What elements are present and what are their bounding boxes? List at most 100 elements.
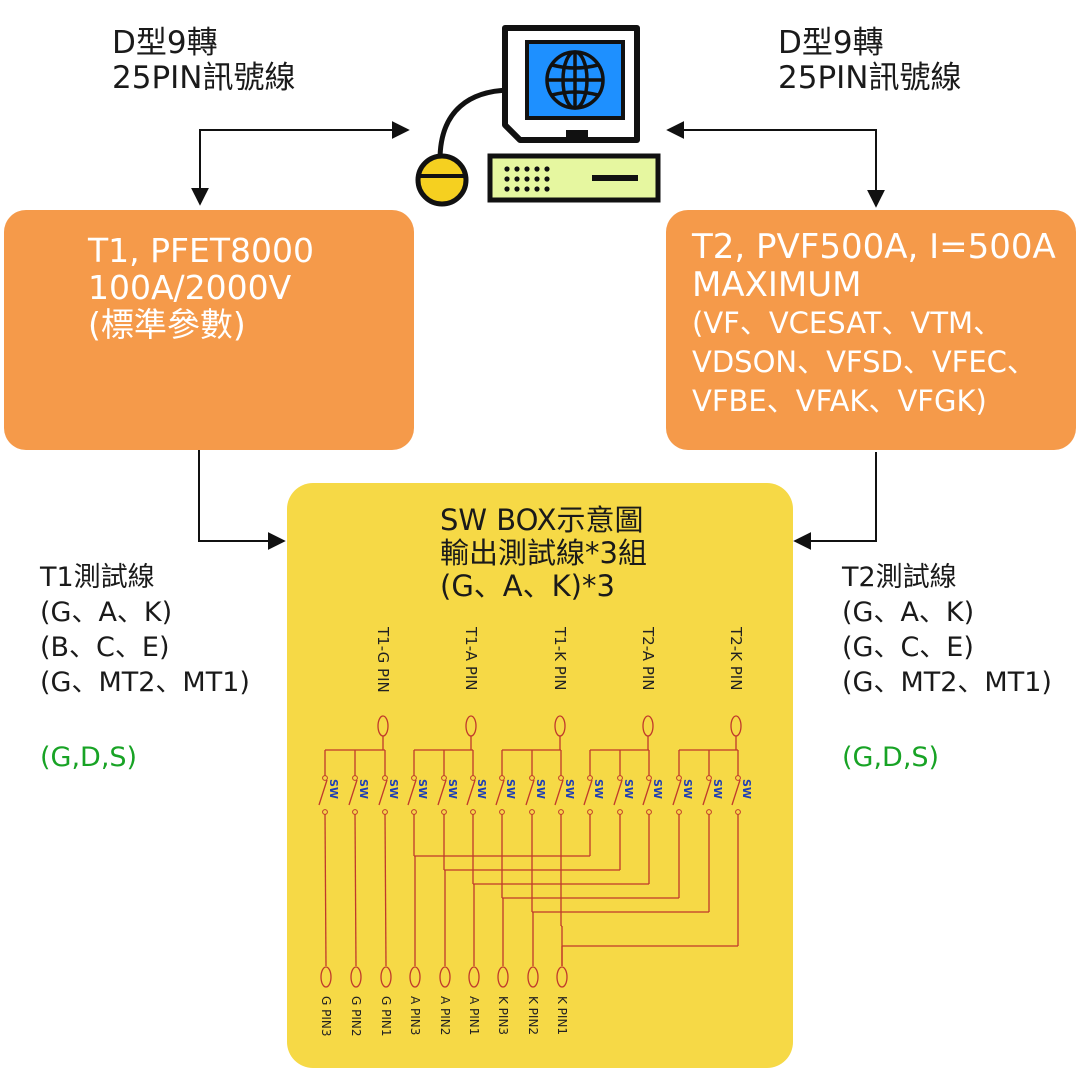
computer-icon <box>415 25 661 207</box>
t2-box-line4: VDSON、VFSD、VFEC、 <box>692 345 1036 379</box>
t2-test-title: T2測試線 <box>842 562 957 593</box>
switch-blade <box>466 779 476 806</box>
top-pin-label: T2-K PIN <box>727 626 745 690</box>
t1-box-line3: (標準參數) <box>88 305 246 344</box>
switch-contact <box>441 809 447 815</box>
bottom-pin-label: G PIN2 <box>349 996 363 1037</box>
switch-contact <box>470 809 476 815</box>
t1-instrument-box: T1, PFET8000 100A/2000V (標準參數) <box>4 210 414 450</box>
arrow-t1-swbox <box>198 450 286 550</box>
t2-test-gds: (G,D,S) <box>842 742 940 773</box>
cable-label-left-line1: D型9轉 <box>112 25 218 61</box>
switch-blade <box>318 779 328 806</box>
switch-contact <box>617 775 623 781</box>
switch-blade <box>583 779 593 806</box>
top-pin-terminal <box>642 715 654 737</box>
cable-label-right: D型9轉 25PIN訊號線 <box>778 26 961 96</box>
switch-label: SW <box>622 779 635 799</box>
bottom-pin-label: G PIN3 <box>319 996 333 1037</box>
switch-label: SW <box>357 779 370 799</box>
bottom-pin-terminal <box>439 966 451 988</box>
switch-contact <box>411 809 417 815</box>
route-direct <box>384 813 387 967</box>
switch-label: SW <box>446 779 459 799</box>
switch-contact <box>587 809 593 815</box>
t2-instrument-box: T2, PVF500A, I=500A MAXIMUM (VF、VCESAT、V… <box>666 210 1076 450</box>
arrow-pc-t1 <box>191 121 410 206</box>
switch-contact <box>352 809 358 815</box>
bottom-pin-terminal <box>320 966 332 988</box>
bottom-pin-label: A PIN1 <box>467 996 481 1035</box>
switch-contact <box>382 775 388 781</box>
switch-blade <box>407 779 417 806</box>
t1-test-lines: T1測試線 (G、A、K) (B、C、E) (G、MT2、MT1) <box>40 560 250 700</box>
cable-label-left-line2: 25PIN訊號線 <box>112 60 296 96</box>
switch-contact <box>529 809 535 815</box>
switch-blade <box>642 779 652 806</box>
switch-label: SW <box>504 779 517 799</box>
keyboard-icon <box>487 153 661 203</box>
t2-test-gmt: (G、MT2、MT1) <box>842 667 1052 698</box>
cable-label-right-line2: 25PIN訊號線 <box>778 60 962 96</box>
t1-test-bce: (B、C、E) <box>40 632 170 663</box>
t2-test-gak: (G、A、K) <box>842 597 975 628</box>
bottom-pin-terminal <box>556 966 568 988</box>
bottom-pin-label: A PIN3 <box>408 996 422 1035</box>
switch-blade <box>437 779 447 806</box>
switch-blade <box>554 779 564 806</box>
switch-contact <box>411 775 417 781</box>
switch-contact <box>646 775 652 781</box>
arrow-t2-swbox <box>793 452 877 550</box>
switch-contact <box>646 809 652 815</box>
switch-blade <box>702 779 712 806</box>
top-pin-label: T2-A PIN <box>639 626 657 691</box>
t2-box-line1: T2, PVF500A, I=500A <box>692 227 1056 267</box>
t2-box-line2: MAXIMUM <box>692 265 862 305</box>
switch-contact <box>587 775 593 781</box>
switch-contact <box>617 809 623 815</box>
switch-label: SW <box>651 779 664 799</box>
bottom-pin-label: K PIN2 <box>526 996 540 1035</box>
sw-box-title1: SW BOX示意圖 <box>440 503 644 537</box>
cable-label-right-line1: D型9轉 <box>778 25 884 61</box>
globe-icon <box>545 50 605 110</box>
route-direct <box>324 813 327 967</box>
sw-box-title3: (G、A、K)*3 <box>440 569 615 603</box>
route-direct <box>354 813 357 967</box>
switch-contact <box>441 775 447 781</box>
switch-contact <box>558 775 564 781</box>
bottom-pin-terminal <box>380 966 392 988</box>
bottom-pin-label: K PIN1 <box>555 996 569 1035</box>
switch-blade <box>613 779 623 806</box>
switch-contact <box>676 775 682 781</box>
top-pin-terminal <box>554 715 566 737</box>
bottom-pin-label: A PIN2 <box>438 996 452 1035</box>
mouse-icon <box>415 153 469 207</box>
switch-contact <box>735 809 741 815</box>
t1-test-gmt: (G、MT2、MT1) <box>40 667 250 698</box>
t1-test-gak: (G、A、K) <box>40 597 173 628</box>
sw-box-title2: 輸出測試線*3組 <box>440 536 647 570</box>
t1-box-line1: T1, PFET8000 <box>88 231 315 270</box>
switch-label: SW <box>387 779 400 799</box>
t1-box-text: T1, PFET8000 100A/2000V (標準參數) <box>88 232 314 343</box>
switch-label: SW <box>740 779 753 799</box>
bottom-pin-terminal <box>497 966 509 988</box>
arrow-pc-t2 <box>666 121 885 208</box>
t2-box-line3: (VF、VCESAT、VTM、 <box>692 306 1003 340</box>
t2-box-line5: VFBE、VFAK、VFGK) <box>692 384 987 418</box>
switch-contact <box>735 775 741 781</box>
switch-label: SW <box>327 779 340 799</box>
switch-label: SW <box>711 779 724 799</box>
bottom-pin-label: G PIN1 <box>379 996 393 1037</box>
switch-contact <box>706 809 712 815</box>
switch-label: SW <box>416 779 429 799</box>
top-pin-label: T1-A PIN <box>462 626 480 691</box>
switch-blade <box>348 779 358 806</box>
switch-contact <box>558 809 564 815</box>
switch-label: SW <box>475 779 488 799</box>
sw-box-title: SW BOX示意圖 輸出測試線*3組 (G、A、K)*3 <box>440 504 647 603</box>
switch-contact <box>499 775 505 781</box>
